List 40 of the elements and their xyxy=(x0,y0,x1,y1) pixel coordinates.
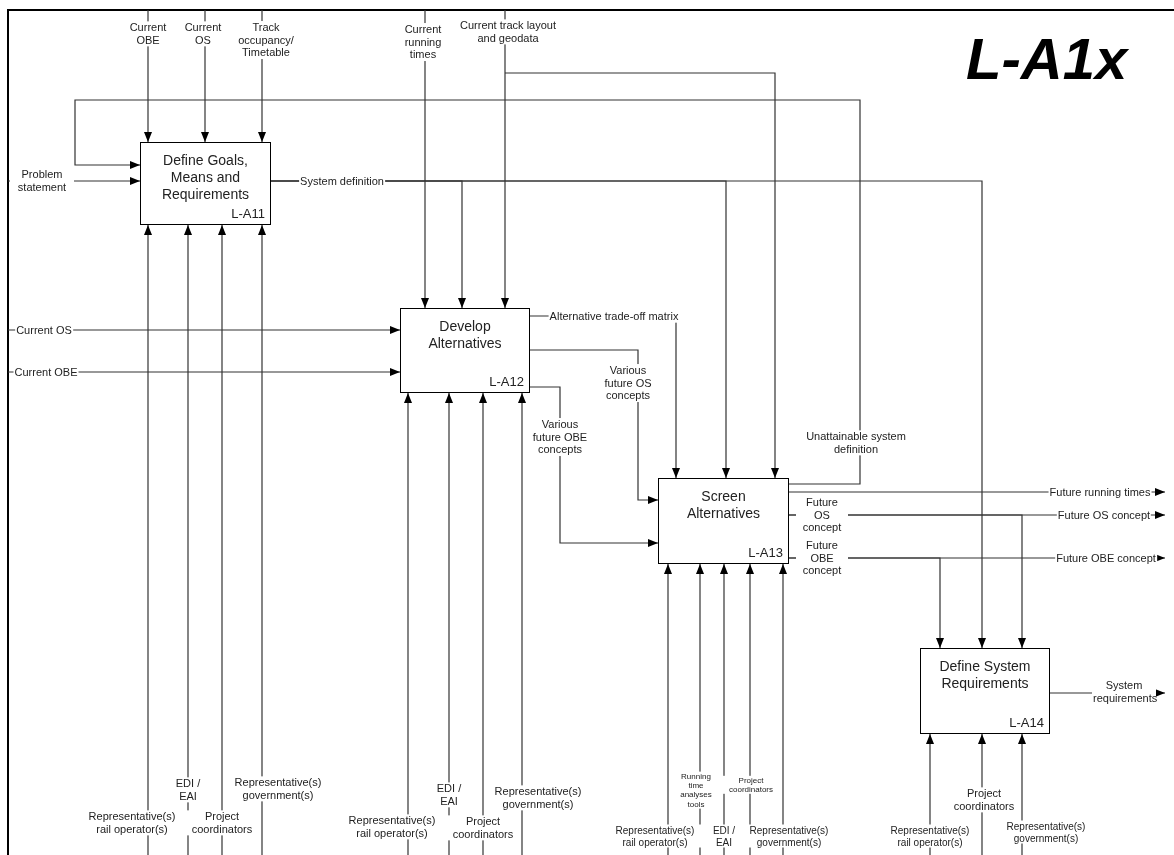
node-number: L-A12 xyxy=(489,372,524,391)
arrow xyxy=(479,392,487,855)
arrow xyxy=(7,326,401,334)
arrow xyxy=(504,72,779,479)
edge-label: Future OBE concept xyxy=(796,539,848,577)
process-box xyxy=(920,648,1050,734)
arrow xyxy=(184,224,192,855)
node-number: L-A11 xyxy=(231,204,265,223)
edge-label: EDI / EAI xyxy=(710,824,738,848)
process-box xyxy=(400,308,530,393)
arrow xyxy=(664,563,672,855)
edge-label: Current OBE xyxy=(13,365,79,379)
process-name: Develop Alternatives xyxy=(427,318,503,352)
arrow xyxy=(218,224,226,855)
process-box xyxy=(140,142,271,225)
process-name: Define Goals, Means and Requirements xyxy=(160,152,251,203)
process-name: Screen Alternatives xyxy=(685,488,762,522)
arrow xyxy=(501,9,509,309)
arrow xyxy=(144,224,152,855)
edge-label: Current OS xyxy=(15,323,73,337)
edge-label: Alternative trade-off matrix xyxy=(548,309,680,323)
edge-label: Problem statement xyxy=(10,168,74,194)
process-box xyxy=(658,478,789,564)
arrow xyxy=(74,99,861,485)
arrow xyxy=(779,563,787,855)
arrow xyxy=(258,224,266,855)
edge-label: Future OBE concept xyxy=(1055,551,1157,565)
arrow xyxy=(445,392,453,855)
edge-label: System definition xyxy=(299,174,385,188)
node-number: L-A14 xyxy=(1009,713,1044,732)
process-name: Define System Requirements xyxy=(938,658,1032,692)
edge-label: Future running times xyxy=(1048,485,1152,499)
arrow xyxy=(518,392,526,855)
diagram-title: L-A1x xyxy=(966,30,1128,88)
edge-label: Future OS concept xyxy=(1056,508,1152,522)
edge-label: Future OS concept xyxy=(796,496,848,534)
node-number: L-A13 xyxy=(748,543,783,562)
arrow xyxy=(404,392,412,855)
arrow xyxy=(270,180,986,649)
edge-label: System requirements xyxy=(1092,679,1156,705)
